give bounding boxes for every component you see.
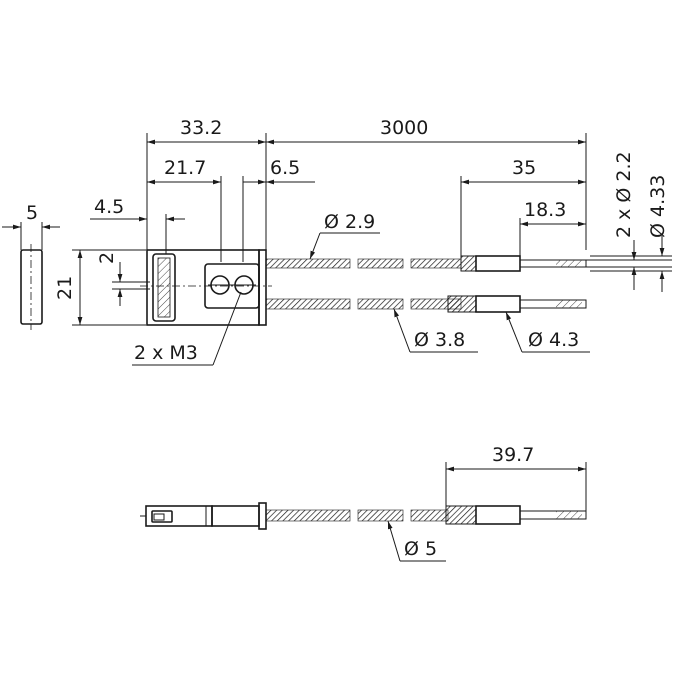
dim-21-7-group: 21.7 [147, 157, 221, 185]
dim-33-2-group: 33.2 [147, 117, 266, 145]
dim-4-5: 4.5 [94, 196, 124, 218]
dim-35-group: 35 [460, 157, 586, 256]
dim-2x-d2-2: 2 x Ø 2.2 [613, 151, 635, 238]
sensor-housing [140, 249, 272, 326]
fiber-cable-upper [265, 255, 587, 272]
dim-2: 2 [96, 252, 118, 264]
dim-18-3: 18.3 [524, 199, 566, 221]
dim-21-7: 21.7 [164, 157, 206, 179]
dim-d2-9: Ø 2.9 [324, 211, 375, 233]
dim-35: 35 [512, 157, 536, 179]
leader-2xM3: 2 x M3 [132, 291, 242, 366]
dim-39-7-group: 39.7 [445, 444, 587, 511]
side-profile: 5 [2, 202, 60, 330]
dim-18-3-group: 18.3 [519, 199, 586, 256]
dim-d4-33: Ø 4.33 [647, 175, 669, 238]
dim-21: 21 [54, 276, 76, 300]
leader-d2-9: Ø 2.9 [309, 211, 380, 260]
leader-d3-8: Ø 3.8 [393, 308, 478, 353]
dim-d5: Ø 5 [404, 538, 437, 560]
leader-d4-3: Ø 4.3 [505, 311, 590, 353]
leader-d5: Ø 5 [387, 520, 446, 562]
dim-33-2: 33.2 [180, 117, 222, 139]
fiber-cable-side [265, 505, 587, 525]
dim-2xM3: 2 x M3 [134, 342, 198, 364]
dim-2-group: 2 [96, 252, 150, 306]
dim-d3-8: Ø 3.8 [414, 329, 465, 351]
dim-5: 5 [26, 202, 38, 224]
dim-6-5: 6.5 [270, 157, 300, 179]
dim-39-7: 39.7 [492, 444, 534, 466]
dim-21-group: 21 [54, 249, 146, 326]
sensor-side-view [140, 502, 267, 530]
dim-6-5-group: 6.5 [243, 157, 315, 185]
dim-3000: 3000 [380, 117, 428, 139]
dim-4-5-group: 4.5 [90, 196, 185, 254]
dim-3000-group: 3000 [266, 117, 586, 145]
dim-d4-3: Ø 4.3 [528, 329, 579, 351]
dim-right-diameters: 2 x Ø 2.2 Ø 4.33 [586, 151, 672, 292]
fiber-cable-lower [265, 295, 587, 313]
